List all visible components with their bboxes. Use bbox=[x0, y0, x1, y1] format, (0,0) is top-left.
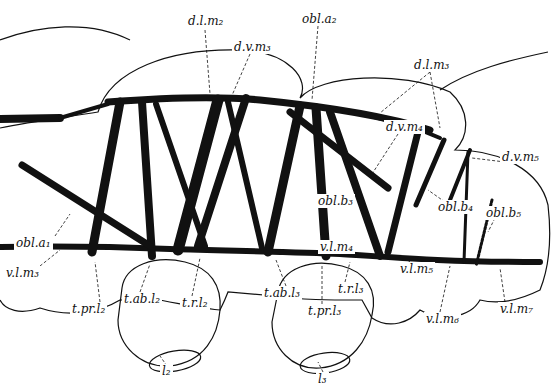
muscle-label: t.r.l₃ bbox=[336, 282, 366, 296]
muscle-label: l₃ bbox=[316, 372, 329, 386]
muscle-label: v.l.m₇ bbox=[498, 302, 535, 316]
muscle-label: d.l.m₃ bbox=[412, 58, 451, 72]
muscle-label: d.v.m₃ bbox=[232, 40, 273, 54]
muscle-label: t.ab.l₂ bbox=[122, 292, 162, 306]
muscle-label: obl.a₂ bbox=[300, 12, 339, 26]
muscle-label: l₂ bbox=[160, 364, 173, 378]
muscle-label: v.l.m₆ bbox=[424, 312, 461, 326]
muscle-label: v.l.m₅ bbox=[398, 262, 435, 276]
muscle-label: v.l.m₃ bbox=[4, 266, 41, 280]
muscle-label: obl.b₃ bbox=[316, 194, 355, 208]
muscle-label: t.r.l₂ bbox=[180, 296, 210, 310]
muscle-label: v.l.m₄ bbox=[318, 240, 355, 254]
muscle-label: d.v.m₄ bbox=[384, 120, 425, 134]
muscle-label: t.pr.l₃ bbox=[306, 304, 343, 318]
muscle-label: t.pr.l₂ bbox=[70, 302, 107, 316]
muscle-label: obl.a₁ bbox=[14, 236, 53, 250]
muscle-label: t.ab.l₃ bbox=[262, 286, 302, 300]
muscle-label: d.l.m₂ bbox=[186, 14, 225, 28]
muscle-label: d.v.m₅ bbox=[500, 150, 541, 164]
muscle-label: obl.b₄ bbox=[436, 200, 475, 214]
muscle-label: obl.b₅ bbox=[484, 206, 523, 220]
